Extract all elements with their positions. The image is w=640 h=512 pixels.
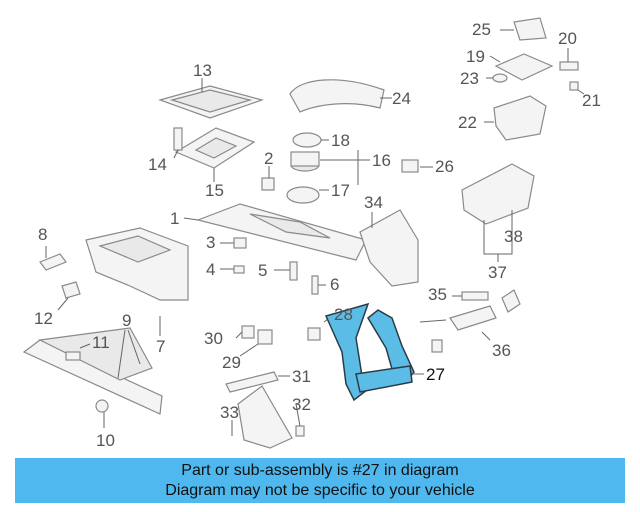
callout-13: 13 [193,61,212,80]
callout-30: 30 [204,329,223,348]
part-26-switch[interactable] [401,159,419,173]
banner-line-2: Diagram may not be specific to your vehi… [165,481,475,499]
callout-5: 5 [258,261,267,280]
part-24-armrest[interactable] [289,79,385,113]
part-23-pin[interactable] [492,73,508,83]
part-2-clip[interactable] [261,177,275,191]
part-32-clip[interactable] [295,425,305,437]
callout-14: 14 [148,155,167,174]
callout-31: 31 [292,367,311,386]
part-15-bezel[interactable] [174,127,256,169]
callout-10: 10 [96,431,115,450]
part-7-console-body[interactable] [85,227,189,301]
banner-line-1: Part or sub-assembly is #27 in diagram [181,461,459,479]
part-20-hinge[interactable] [559,61,579,71]
part-10-plug[interactable] [95,399,109,413]
part-31-bracket[interactable] [225,371,279,393]
callout-1: 1 [170,209,179,228]
part-18-cup-ring[interactable] [292,132,322,148]
callout-37: 37 [488,263,507,282]
callout-21: 21 [582,91,601,110]
part-33-panel[interactable] [237,385,293,449]
callout-9: 9 [122,311,131,330]
part-13-tray[interactable] [158,85,265,119]
callout-32: 32 [292,395,311,414]
part-35-clip[interactable] [461,291,489,301]
part-12-clip[interactable] [61,281,81,299]
callout-12: 12 [34,309,53,328]
part-22-bin[interactable] [493,95,547,141]
part-38-storage-bin[interactable] [461,163,535,225]
part-34-trim-panel[interactable] [359,209,419,287]
callout-34: 34 [364,193,383,212]
callout-18: 18 [331,131,350,150]
callout-16: 16 [372,151,391,170]
part-4-nut[interactable] [233,265,245,274]
part-5-screw[interactable] [289,261,298,281]
part-29-clip[interactable] [257,329,273,345]
callout-15: 15 [205,181,224,200]
callout-25: 25 [472,20,491,39]
callout-19: 19 [466,47,485,66]
part-16-cup-holder[interactable] [290,151,320,172]
part-1-console-panel[interactable] [196,203,367,261]
parts-diagram: 13 14 15 2 18 16 17 24 26 34 1 3 4 5 6 8… [22,17,601,450]
callout-11: 11 [92,333,110,352]
callout-26: 26 [435,157,454,176]
callout-20: 20 [558,29,577,48]
callout-7: 7 [156,337,165,356]
callout-22: 22 [458,113,477,132]
callout-2: 2 [264,149,273,168]
part-11-clip[interactable] [65,351,81,361]
callout-35: 35 [428,285,447,304]
callout-4: 4 [206,260,215,279]
part-30-clip[interactable] [241,325,255,339]
part-21-screw[interactable] [569,81,579,91]
callout-33: 33 [220,403,239,422]
callout-27: 27 [426,365,445,384]
part-19-lid[interactable] [494,53,554,81]
part-8-bracket[interactable] [39,253,67,271]
callout-23: 23 [460,69,479,88]
part-36-tray[interactable] [431,289,521,353]
part-6-bolt[interactable] [311,275,319,295]
info-banner: Part or sub-assembly is #27 in diagram D… [15,458,625,503]
part-27-highlighted[interactable] [324,302,415,402]
callout-6: 6 [330,275,339,294]
callout-17: 17 [331,181,350,200]
callout-24: 24 [392,89,411,108]
part-25-latch[interactable] [513,17,547,41]
part-3-clip[interactable] [233,237,247,249]
part-9-side-trim[interactable] [22,327,163,415]
callout-28: 28 [334,305,353,324]
callout-3: 3 [206,233,215,252]
callout-29: 29 [222,353,241,372]
callout-38: 38 [504,227,523,246]
part-14-pin[interactable] [173,127,183,151]
part-28-clip[interactable] [307,327,321,341]
callout-36: 36 [492,341,511,360]
part-17-cup-base[interactable] [286,186,320,204]
callout-8: 8 [38,225,47,244]
